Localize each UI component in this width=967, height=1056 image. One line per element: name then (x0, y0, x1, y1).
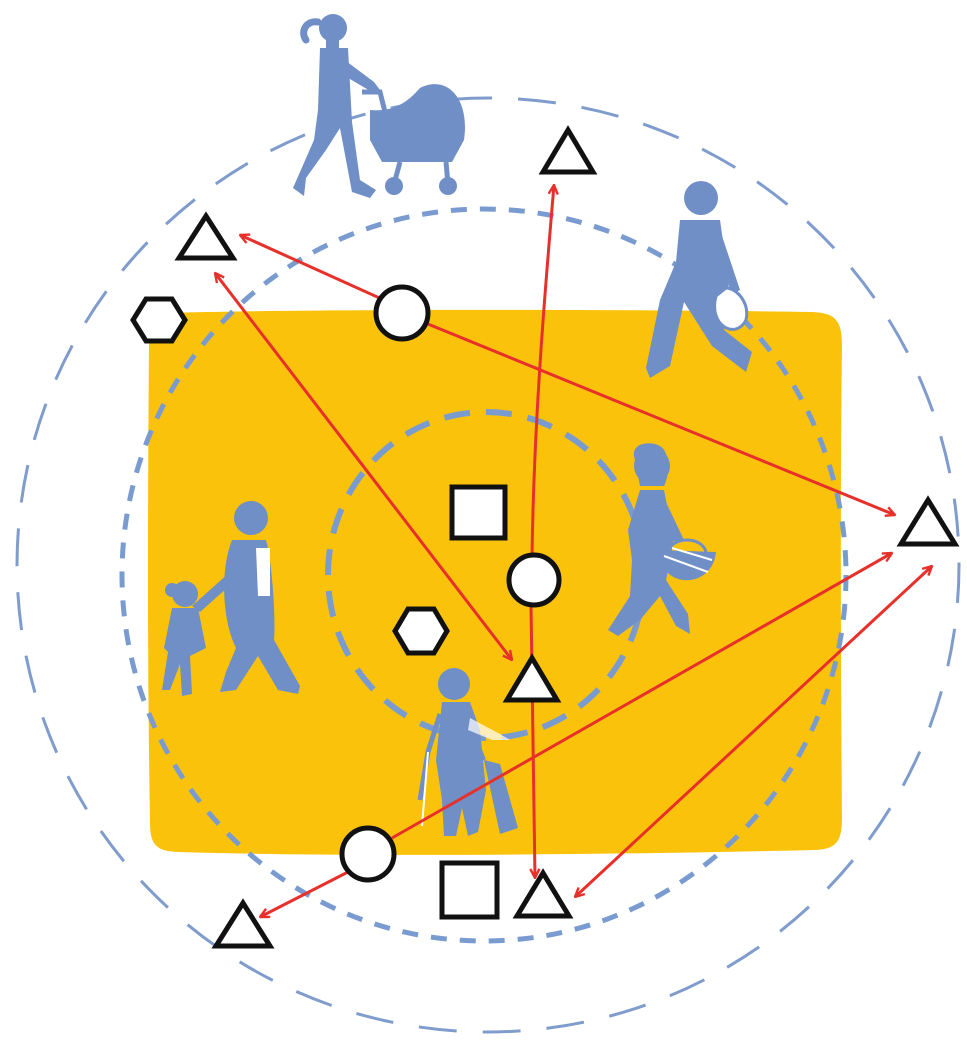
arrow-circle-bottom-left-to-triangle-bottom-left (260, 872, 348, 917)
person-with-stroller-figure (293, 14, 465, 198)
triangle-top (543, 130, 593, 172)
circle-top (376, 287, 428, 339)
arrow-circle-top-to-triangle-upper-left (240, 235, 384, 300)
triangle-bottom (517, 873, 569, 916)
hexagon-center (395, 609, 447, 653)
square-bottom (442, 863, 497, 917)
triangle-bottom-left (216, 903, 270, 946)
square-center (452, 487, 505, 538)
hexagon-left (133, 299, 185, 341)
triangle-upper-left (179, 216, 233, 258)
circle-bottom-left (342, 828, 394, 880)
circle-center (509, 555, 559, 605)
triangle-right (901, 500, 955, 544)
